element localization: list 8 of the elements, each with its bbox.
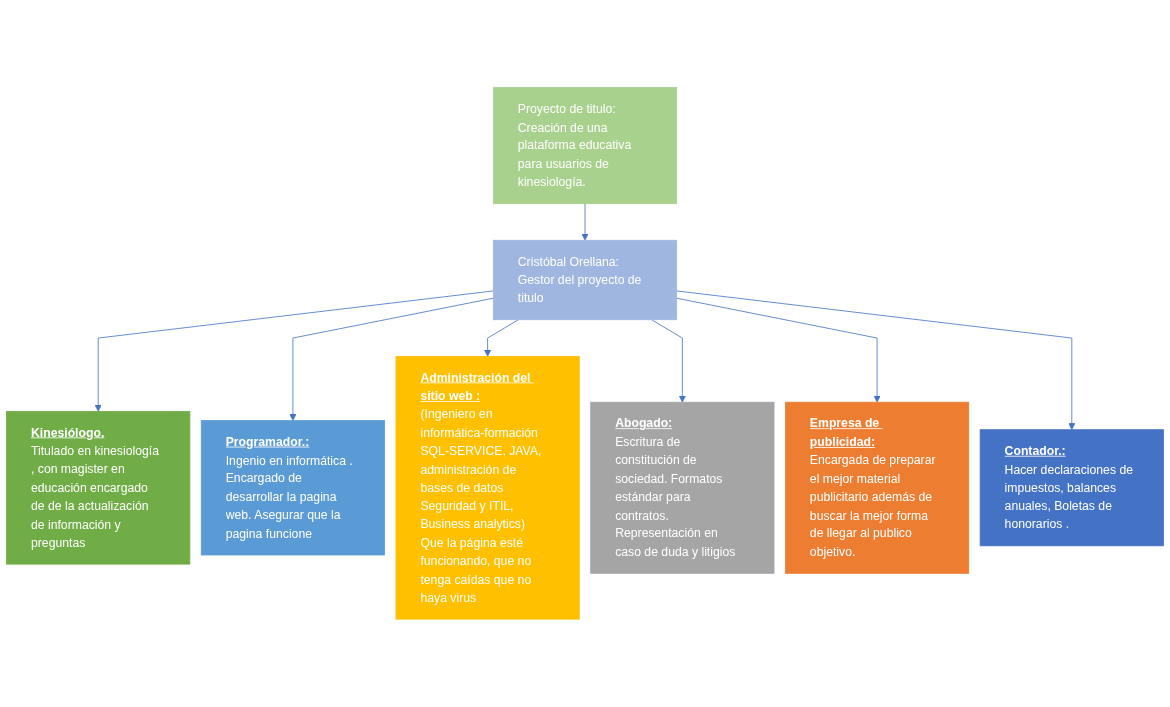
node-box: Contador.: Hacer declaraciones de impuestos, balances anuales, Boletas de honorarios .: [979, 429, 1164, 547]
node-box: Programador.: Ingenio en informática . Encargado de desarrollar la pagina web. Asegurar que la pagina funcione: [200, 420, 385, 556]
node-box: Cristóbal Orellana: Gestor del proyecto de titulo: [492, 240, 678, 321]
node-box: Empresa de publicidad: Encargada de preparar el mejor material publicitario además de buscar la mejor forma de llegar al publico objetivo.: [785, 401, 970, 574]
node-box: Proyecto de titulo: Creación de una plataforma educativa para usuarios de kinesiología.: [492, 87, 678, 205]
node-box: Kinesiólogo. Titulado en kinesiología , con magister en educación encargado de de la actualización de información y preguntas: [6, 411, 191, 565]
node-box: Abogado: Escritura de constitución de sociedad. Formatos estándar para contratos. Representación en caso de duda y litigios: [590, 401, 775, 574]
node-box: Administración del sitio web : (Ingeniero en informática-formación SQL-SERVICE, JAVA, administración de bases de datos Seguridad y ITIL, Business analytics) Que la página esté funcionando, que no tenga caídas que no haya virus: [395, 356, 580, 620]
